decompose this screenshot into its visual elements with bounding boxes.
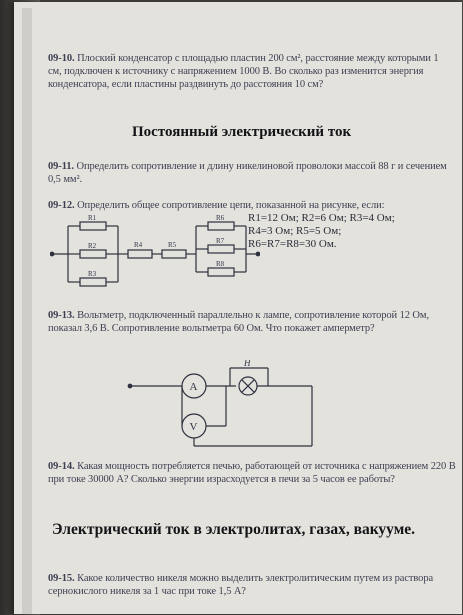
problem-09-15: 09-15. Какое количество никеля можно выд… bbox=[48, 572, 460, 598]
problem-number: 09-14. bbox=[48, 461, 75, 472]
page-edge bbox=[22, 8, 32, 614]
problem-09-14: 09-14. Какая мощность потребляется печью… bbox=[48, 460, 460, 486]
label-r8: R8 bbox=[216, 260, 225, 268]
lamp-label: Н bbox=[243, 360, 251, 368]
problem-text: Вольтметр, подключенный параллельно к ла… bbox=[48, 310, 429, 334]
document-page: 09-10. Плоский конденсатор с площадью пл… bbox=[14, 2, 462, 614]
problem-text: Плоский конденсатор с площадью пластин 2… bbox=[48, 53, 439, 90]
label-r2: R2 bbox=[88, 242, 97, 250]
resistance-values: R1=12 Ом; R2=6 Ом; R3=4 Ом; R4=3 Ом; R5=… bbox=[248, 212, 458, 251]
resistor-r4 bbox=[127, 249, 153, 259]
problem-09-12: 09-12. Определить общее сопротивление це… bbox=[48, 199, 458, 212]
label-r6: R6 bbox=[216, 214, 225, 222]
resistor-r6 bbox=[207, 221, 235, 231]
problem-text: Какая мощность потребляется печью, работ… bbox=[48, 461, 456, 485]
params-line: R1=12 Ом; R2=6 Ом; R3=4 Ом; bbox=[248, 212, 395, 224]
resistor-r7 bbox=[207, 244, 235, 254]
params-line: R6=R7=R8=30 Ом. bbox=[248, 238, 337, 250]
problem-09-11: 09-11. Определить сопротивление и длину … bbox=[48, 160, 458, 186]
label-r4: R4 bbox=[134, 241, 143, 249]
label-r1: R1 bbox=[88, 214, 97, 222]
resistor-r3 bbox=[79, 277, 107, 287]
resistor-r5 bbox=[161, 249, 187, 259]
problem-number: 09-13. bbox=[48, 310, 75, 321]
circuit-diagram-09-12: R1 R2 R3 R4 R5 R6 R7 R8 bbox=[50, 214, 260, 287]
resistor-r1 bbox=[79, 221, 107, 231]
problem-09-13: 09-13. Вольтметр, подключенный параллель… bbox=[48, 309, 458, 335]
problem-number: 09-12. bbox=[48, 200, 75, 211]
ammeter-label: A bbox=[190, 381, 198, 393]
circuit-diagram-09-13: A V Н bbox=[127, 360, 313, 447]
label-r3: R3 bbox=[88, 270, 97, 278]
section-title-electrolytes: Электрический ток в электролитах, газах,… bbox=[52, 521, 416, 538]
problem-text: Определить сопротивление и длину никелин… bbox=[48, 161, 447, 185]
resistor-r8 bbox=[207, 267, 235, 277]
label-r5: R5 bbox=[168, 241, 177, 249]
problem-number: 09-15. bbox=[48, 573, 75, 584]
problem-text: Определить общее сопротивление цепи, пок… bbox=[77, 200, 385, 211]
resistor-r2 bbox=[79, 249, 107, 259]
label-r7: R7 bbox=[216, 237, 225, 245]
problem-text: Какое количество никеля можно выделить э… bbox=[48, 573, 434, 597]
params-line: R4=3 Ом; R5=5 Ом; bbox=[248, 225, 342, 237]
section-title-dc: Постоянный электрический ток bbox=[132, 124, 352, 140]
voltmeter-label: V bbox=[190, 421, 198, 433]
problem-number: 09-10. bbox=[48, 53, 75, 64]
problem-09-10: 09-10. Плоский конденсатор с площадью пл… bbox=[48, 52, 453, 91]
problem-number: 09-11. bbox=[48, 161, 74, 172]
